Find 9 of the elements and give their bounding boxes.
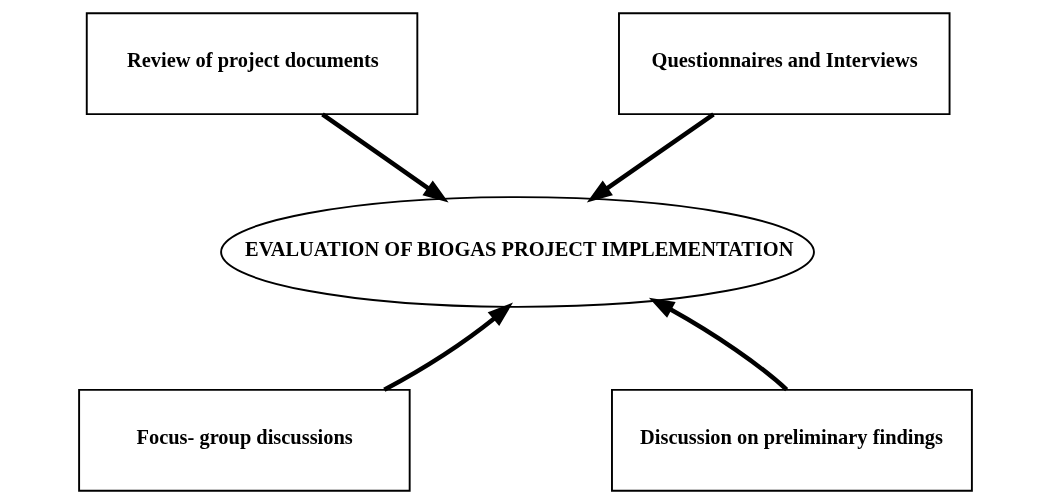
node-box: Questionnaires and Interviews: [618, 12, 951, 116]
arrow: [383, 302, 513, 392]
node-ellipse: EVALUATION OF BIOGAS PROJECT IMPLEMENTATION: [220, 196, 815, 308]
node-box: Focus- group discussions: [78, 388, 411, 492]
arrow: [321, 112, 449, 203]
arrow: [586, 112, 715, 203]
node-box: Review of project documents: [85, 12, 419, 116]
arrow: [648, 297, 789, 392]
node-box: Discussion on preliminary findings: [611, 388, 973, 492]
